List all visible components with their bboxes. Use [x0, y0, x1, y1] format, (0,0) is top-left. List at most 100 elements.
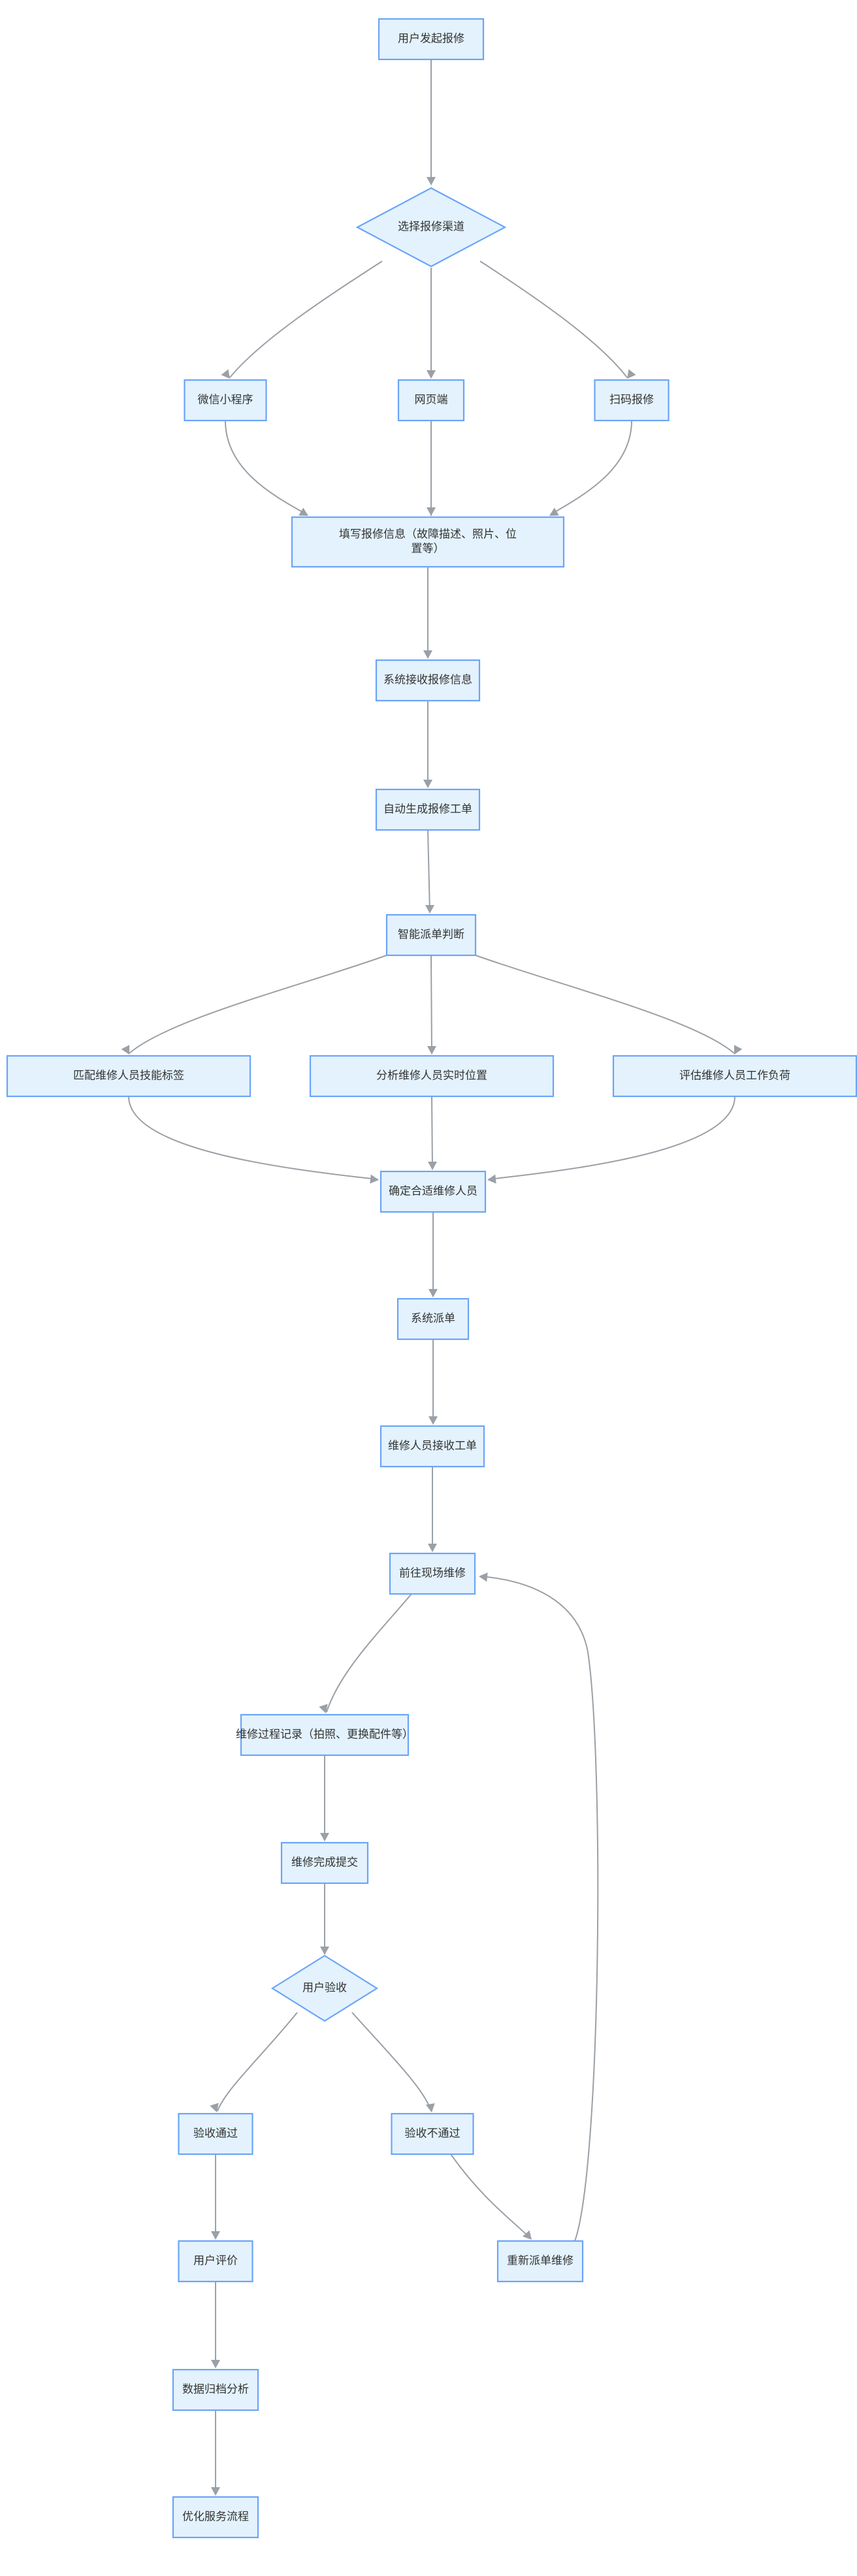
arrowhead-icon: [627, 369, 636, 379]
process-rect: [391, 2112, 474, 2155]
arrowhead-icon: [549, 507, 559, 516]
flow-edge: [225, 420, 308, 515]
arrowhead-icon: [319, 1704, 328, 1713]
flow-node-n7[interactable]: 系统接收报修信息: [375, 659, 481, 702]
edge-arrowheads-layer: [121, 177, 743, 2496]
arrowhead-group: [320, 1947, 329, 1955]
flow-edge: [450, 2154, 531, 2239]
node-label: 系统派单: [411, 1312, 455, 1324]
flow-node-n8[interactable]: 自动生成报修工单: [375, 788, 481, 831]
flow-edge: [229, 261, 383, 378]
flow-node-n14[interactable]: 系统派单: [396, 1297, 470, 1341]
flow-edge: [550, 420, 632, 515]
node-label: 数据归档分析: [182, 2383, 249, 2395]
node-label: 用户评价: [193, 2254, 238, 2266]
process-rect: [178, 2112, 253, 2155]
arrowhead-icon: [428, 1162, 437, 1170]
process-rect: [375, 788, 481, 831]
flow-node-n6[interactable]: 填写报修信息（故障描述、照片、位置等）: [291, 516, 565, 568]
process-rect: [375, 659, 481, 702]
flow-node-n11[interactable]: 分析维修人员实时位置: [309, 1055, 555, 1098]
process-rect: [6, 1055, 251, 1098]
flow-edge: [479, 1576, 599, 2242]
arrowhead-icon: [320, 1833, 329, 1841]
arrowhead-icon: [211, 2360, 220, 2368]
process-rect: [389, 1552, 476, 1595]
flow-node-n21[interactable]: 验收不通过: [391, 2112, 474, 2155]
process-rect: [612, 1055, 857, 1098]
node-label: 匹配维修人员技能标签: [73, 1069, 184, 1081]
arrowhead-icon: [299, 507, 308, 516]
arrowhead-icon: [427, 1046, 436, 1055]
process-rect: [380, 1425, 485, 1468]
arrowhead-group: [549, 507, 559, 516]
flow-node-n1[interactable]: 用户发起报修: [378, 18, 485, 61]
process-rect: [594, 379, 670, 422]
flow-edge: [488, 1096, 736, 1180]
arrowhead-icon: [427, 370, 436, 379]
arrowhead-group: [427, 1046, 436, 1055]
arrowhead-group: [428, 1544, 437, 1552]
arrowhead-group: [425, 2103, 435, 2112]
arrowhead-group: [425, 905, 434, 914]
node-label: 维修过程记录（拍照、更换配件等）: [236, 1728, 413, 1740]
arrowhead-group: [734, 1045, 743, 1055]
flow-node-n2[interactable]: 选择报修渠道: [355, 187, 507, 268]
arrowhead-group: [428, 1289, 438, 1297]
flow-edge: [129, 955, 387, 1054]
arrowhead-icon: [428, 1416, 438, 1425]
arrowhead-group: [121, 1045, 130, 1055]
process-rect: [178, 2240, 253, 2283]
flow-node-n20[interactable]: 验收通过: [178, 2112, 253, 2155]
node-label: 选择报修渠道: [398, 220, 464, 232]
node-label: 置等）: [412, 542, 445, 554]
arrowhead-group: [427, 370, 436, 379]
flow-node-n25[interactable]: 优化服务流程: [172, 2496, 259, 2539]
arrowhead-icon: [428, 1289, 438, 1297]
flow-node-n3[interactable]: 微信小程序: [184, 379, 267, 422]
decision-diamond: [355, 187, 507, 268]
flow-node-n23[interactable]: 重新派单维修: [496, 2240, 584, 2283]
process-rect: [378, 18, 485, 61]
flow-node-n22[interactable]: 用户评价: [178, 2240, 253, 2283]
flow-node-n10[interactable]: 匹配维修人员技能标签: [6, 1055, 251, 1098]
flow-node-n12[interactable]: 评估维修人员工作负荷: [612, 1055, 857, 1098]
arrowhead-group: [211, 2231, 220, 2240]
arrowhead-group: [427, 177, 436, 185]
node-label: 重新派单维修: [507, 2254, 574, 2266]
flow-node-n18[interactable]: 维修完成提交: [280, 1841, 369, 1884]
arrowhead-group: [627, 369, 636, 379]
arrowhead-group: [370, 1174, 379, 1184]
flow-node-n15[interactable]: 维修人员接收工单: [380, 1425, 485, 1468]
node-label: 分析维修人员实时位置: [376, 1069, 487, 1081]
arrowhead-icon: [427, 507, 436, 516]
flow-node-n9[interactable]: 智能派单判断: [385, 914, 477, 957]
arrowhead-group: [211, 2487, 220, 2496]
node-label: 验收通过: [193, 2127, 238, 2139]
node-label: 系统接收报修信息: [383, 673, 472, 686]
arrowhead-icon: [423, 650, 432, 659]
arrowhead-icon: [211, 2231, 220, 2240]
flow-node-n13[interactable]: 确定合适维修人员: [380, 1170, 487, 1213]
flow-node-n19[interactable]: 用户验收: [270, 1954, 379, 2022]
process-rect: [172, 2496, 259, 2539]
flow-node-n5[interactable]: 扫码报修: [594, 379, 670, 422]
node-label: 维修人员接收工单: [388, 1439, 477, 1452]
flow-edge: [351, 2012, 432, 2112]
flow-node-n4[interactable]: 网页端: [397, 379, 465, 422]
process-rect: [240, 1713, 410, 1757]
arrowhead-group: [423, 780, 432, 788]
node-label: 填写报修信息（故障描述、照片、位: [339, 528, 517, 540]
flow-node-n17[interactable]: 维修过程记录（拍照、更换配件等）: [236, 1713, 413, 1757]
flow-edge: [430, 955, 432, 1054]
node-label: 维修完成提交: [291, 1856, 358, 1868]
arrowhead-icon: [370, 1174, 379, 1184]
arrowhead-group: [428, 1162, 437, 1170]
arrowhead-group: [423, 650, 432, 659]
process-rect: [184, 379, 267, 422]
decision-diamond: [270, 1954, 379, 2022]
flow-node-n24[interactable]: 数据归档分析: [172, 2368, 259, 2411]
flow-node-n16[interactable]: 前往现场维修: [389, 1552, 476, 1595]
